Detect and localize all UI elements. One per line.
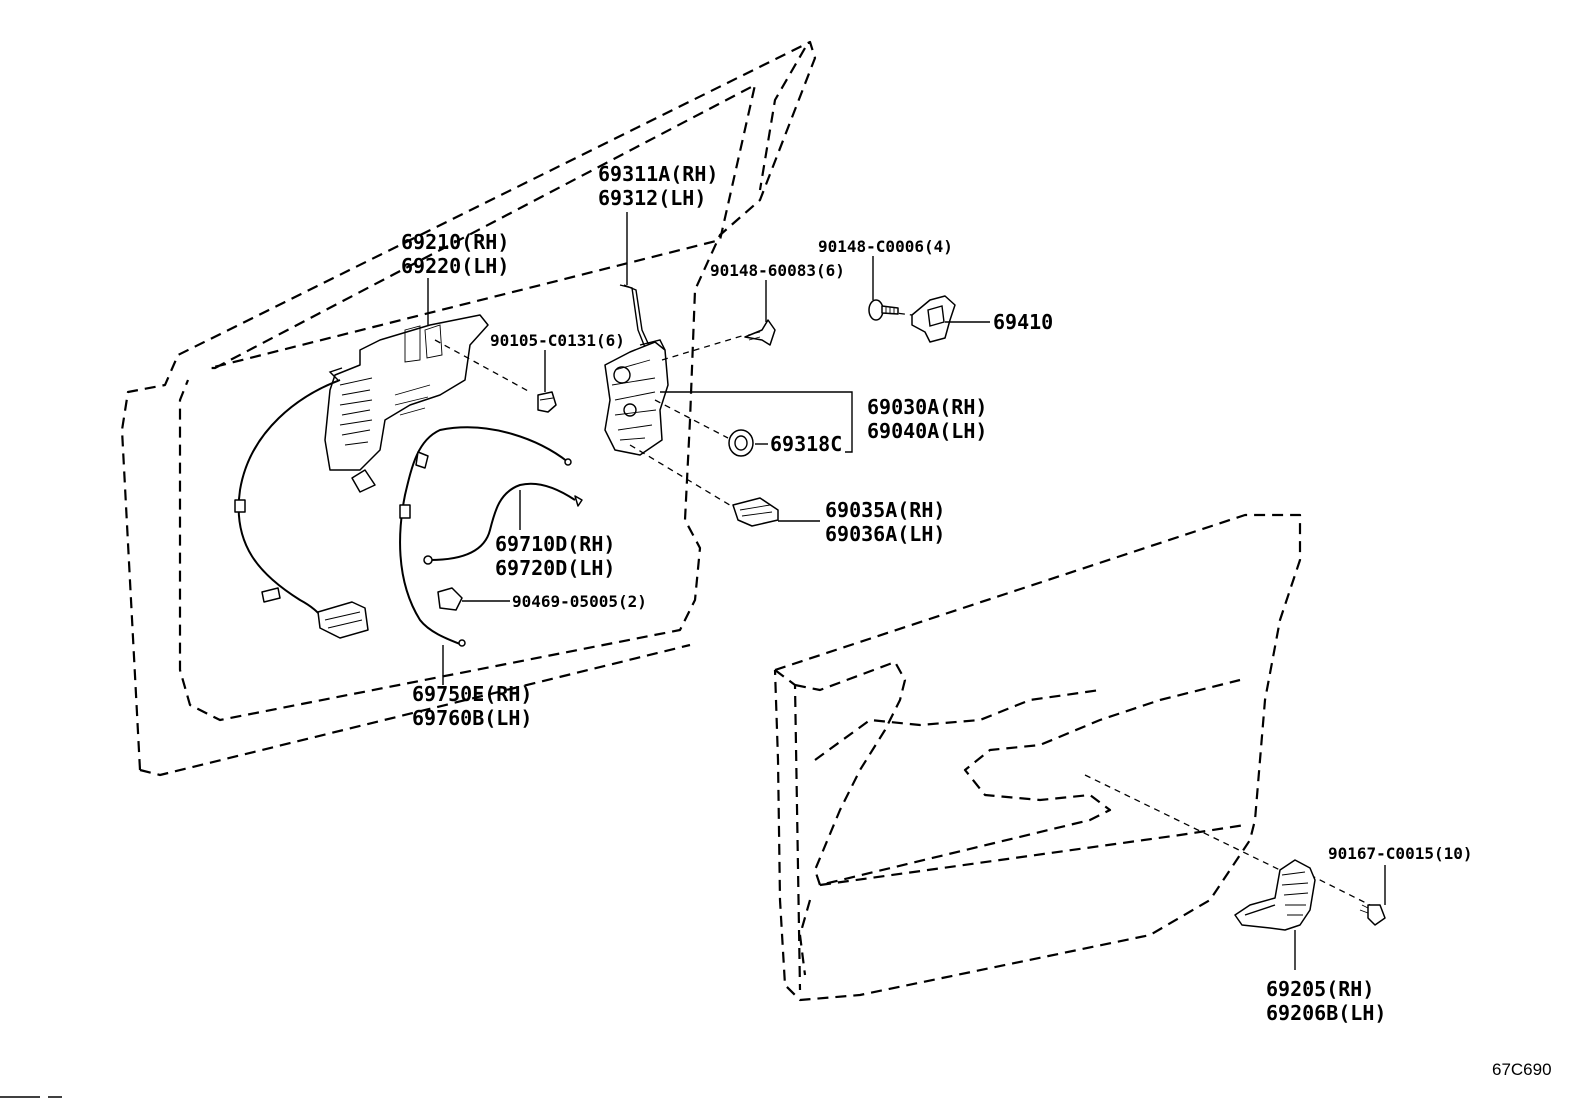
- screw-90148-60083: [744, 319, 776, 346]
- label-grommet: 69318C: [770, 432, 842, 456]
- grommet-69318c: [728, 429, 754, 457]
- label-bolt-c0131: 90105-C0131(6): [490, 331, 625, 350]
- front-door-outline: [120, 40, 817, 777]
- label-cable-d-lh: 69720D(LH): [495, 556, 615, 580]
- door-lock-assembly: [604, 339, 669, 456]
- label-screw-60083: 90148-60083(6): [710, 261, 845, 280]
- cable-69750e: [399, 426, 572, 647]
- label-cable-e-rh: 69750E(RH): [412, 682, 532, 706]
- label-striker: 69410: [993, 310, 1053, 334]
- door-trim-outline: [773, 513, 1302, 1002]
- label-cover-rh: 69035A(RH): [825, 498, 945, 522]
- label-rod-lh: 69312(LH): [598, 186, 706, 210]
- lock-rod: [619, 284, 653, 356]
- outer-handle-frame: [324, 314, 489, 493]
- clip-90469: [437, 587, 463, 611]
- outer-handle-cable: [234, 379, 369, 639]
- label-inner-handle-rh: 69205(RH): [1266, 977, 1374, 1001]
- cable-69710d: [423, 482, 583, 565]
- label-outer-handle-rh: 69210(RH): [401, 230, 509, 254]
- screw-90167: [1359, 904, 1386, 926]
- label-screw-c0015: 90167-C0015(10): [1328, 844, 1473, 863]
- part-labels: 69311A(RH) 69312(LH) 69210(RH) 69220(LH)…: [401, 162, 1552, 1079]
- label-lock-rh: 69030A(RH): [867, 395, 987, 419]
- label-outer-handle-lh: 69220(LH): [401, 254, 509, 278]
- bolt-90105: [537, 391, 557, 413]
- screw-90148-c0006: [868, 299, 899, 321]
- inner-handle: [1234, 859, 1316, 931]
- label-inner-handle-lh: 69206B(LH): [1266, 1001, 1386, 1025]
- label-cable-d-rh: 69710D(RH): [495, 532, 615, 556]
- label-clip: 90469-05005(2): [512, 592, 647, 611]
- label-rod-rh: 69311A(RH): [598, 162, 718, 186]
- cover-69035a: [732, 497, 779, 527]
- label-leaders: [427, 212, 1386, 970]
- label-cover-lh: 69036A(LH): [825, 522, 945, 546]
- striker-69410: [911, 295, 956, 343]
- label-screw-c0006: 90148-C0006(4): [818, 237, 953, 256]
- label-lock-lh: 69040A(LH): [867, 419, 987, 443]
- diagram-code: 67C690: [1492, 1060, 1552, 1079]
- label-cable-e-lh: 69760B(LH): [412, 706, 532, 730]
